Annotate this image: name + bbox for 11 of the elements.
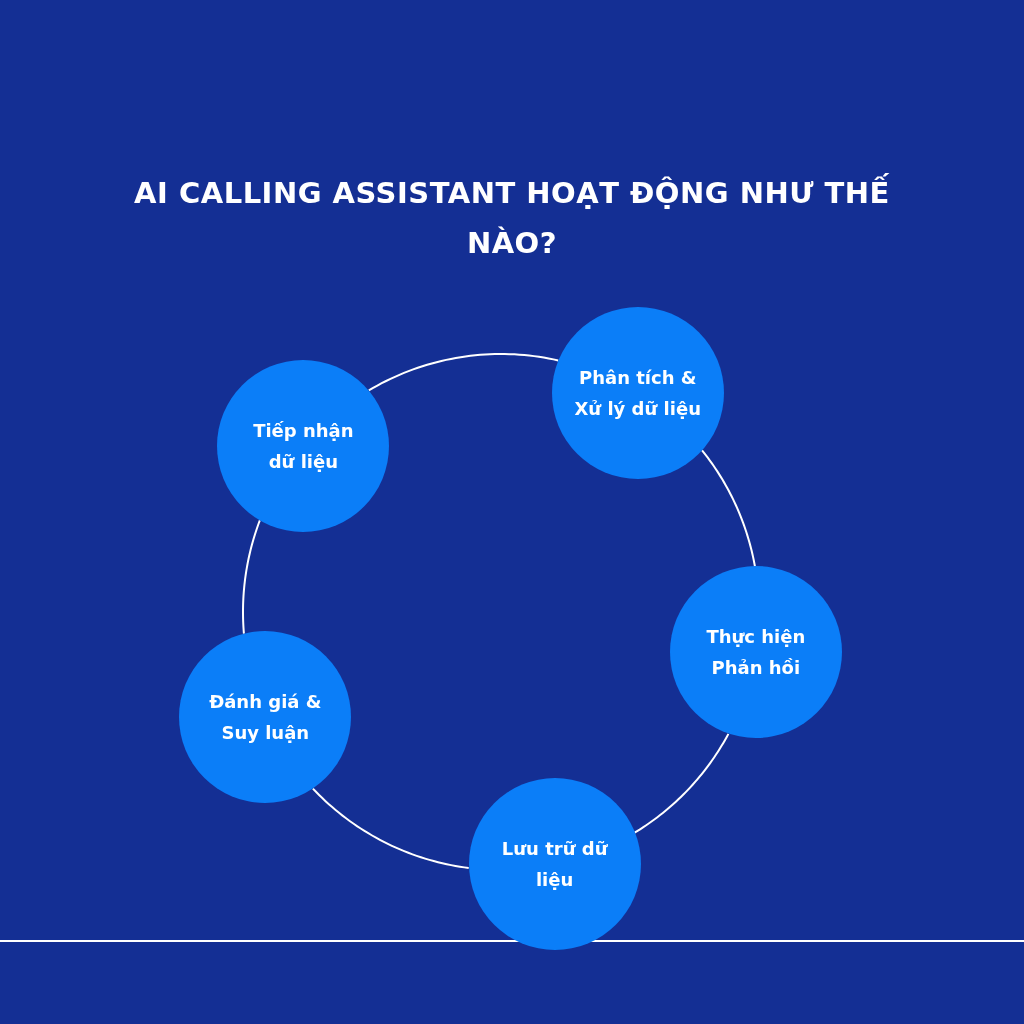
ring-connector	[367, 353, 560, 392]
ring-connector	[701, 449, 756, 568]
step-label: Tiếp nhận dữ liệu	[252, 419, 355, 475]
step-label: Thực hiện Phản hồi	[705, 625, 807, 681]
ring-connector	[311, 787, 470, 869]
step-label: Đánh giá & Suy luận	[208, 689, 323, 745]
ring-connector	[242, 519, 261, 635]
title: AI CALLING ASSISTANT HOẠT ĐỘNG NHƯ THẾ NÀO?	[112, 168, 912, 268]
step-label: Phân tích & Xử lý dữ liệu	[573, 366, 702, 422]
step-label: Lưu trữ dữ liệu	[500, 837, 609, 893]
ring-connector	[633, 732, 730, 834]
